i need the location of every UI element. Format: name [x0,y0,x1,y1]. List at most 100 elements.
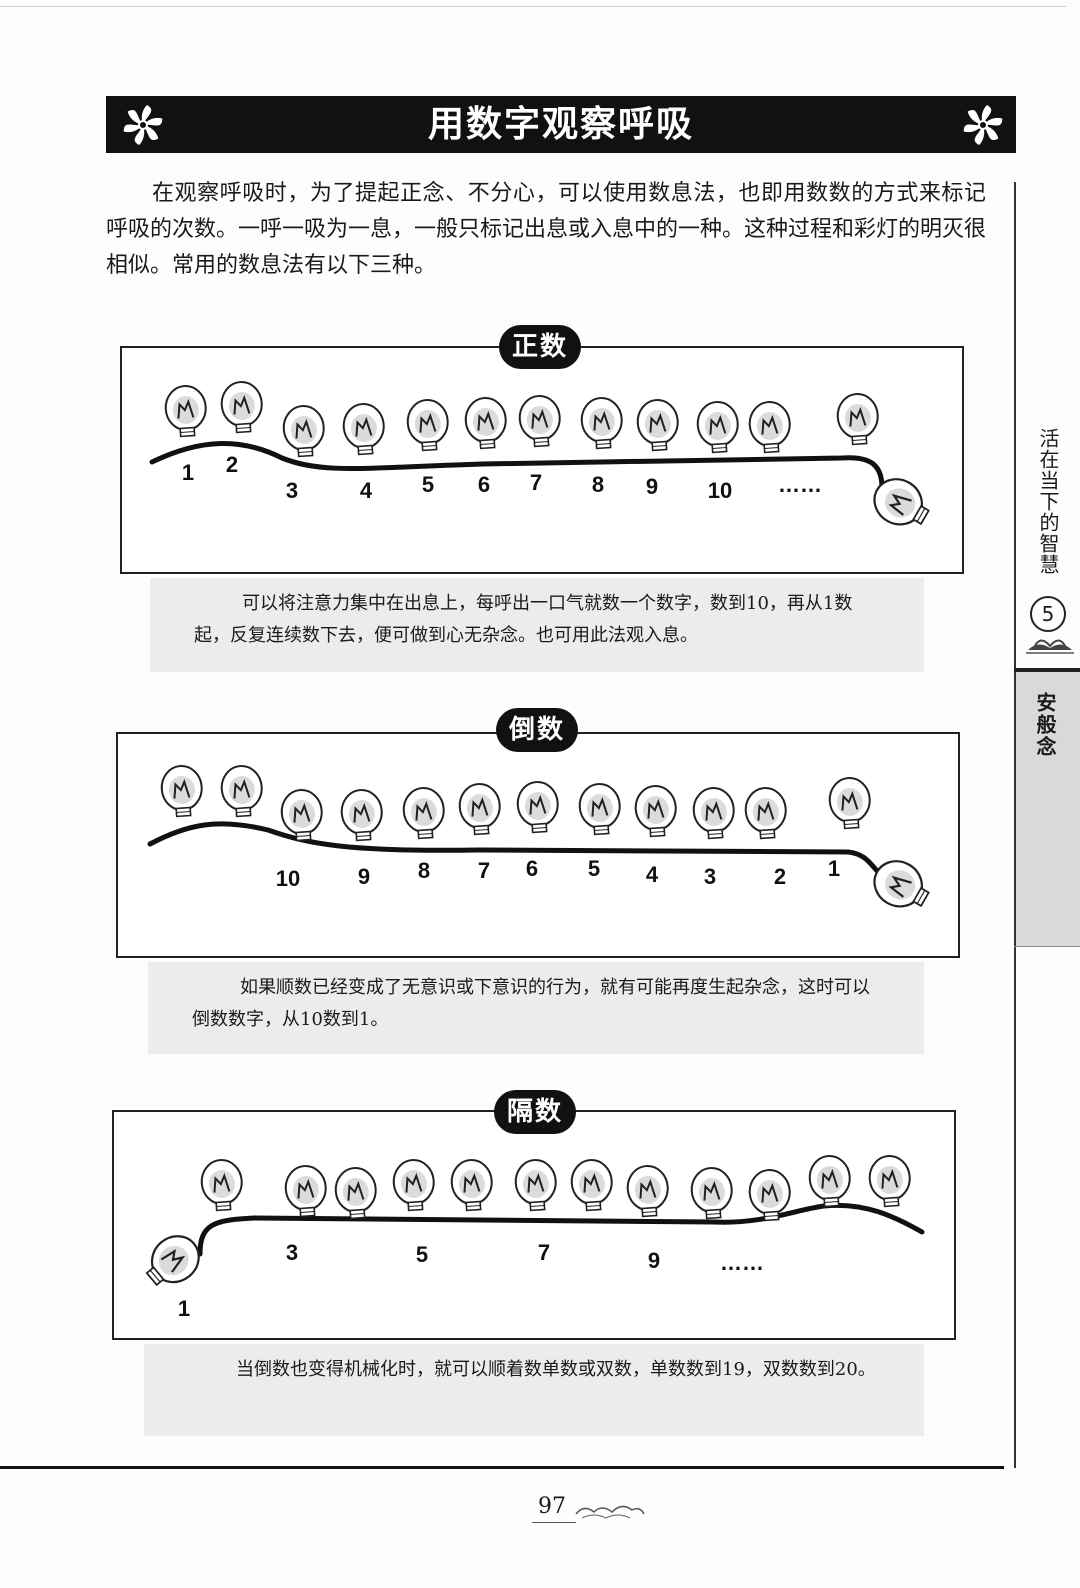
light-bulb-icon [450,1159,493,1212]
light-bulb-icon [220,765,263,818]
caption-box: 如果顺数已经变成了无意识或下意识的行为，就有可能再度生起杂念，这时可以倒数数字，… [148,962,924,1054]
count-number-label: 8 [418,858,430,883]
count-number-label: 4 [646,862,659,887]
chapter-number: 5 [1030,596,1066,632]
count-number-label: 1 [828,856,840,881]
light-bulb-icon [744,787,787,840]
wire-line [149,441,885,491]
count-number-label: 2 [226,452,238,477]
count-number-label: 7 [478,858,490,883]
count-number-label: …… [778,472,822,497]
count-number-label: 5 [416,1242,428,1267]
light-bulb-icon [636,399,679,452]
count-number-label: 7 [538,1240,550,1265]
caption-text: 可以将注意力集中在出息上，每呼出一口气就数一个数字，数到10，再从1数起，反复连… [194,593,853,646]
count-number-label: 1 [178,1296,190,1321]
sidebar-divider [1014,668,1080,672]
light-bulb-icon [578,783,621,836]
light-bulb-icon [280,789,323,842]
count-number-label: 2 [774,864,786,889]
light-bulb-icon [828,777,871,830]
count-number-label: 10 [708,478,732,503]
light-bulb-icon [514,1159,557,1212]
section-label: 隔数 [494,1090,576,1134]
count-number-label: 6 [478,472,490,497]
light-bulb-icon [220,381,263,434]
count-number-label: …… [720,1250,764,1275]
light-bulb-icon [284,1165,327,1218]
count-number-label: 9 [646,474,658,499]
lotus-icon [1026,639,1074,654]
light-bulb-icon [145,1235,200,1287]
pinwheel-ornament-icon [963,105,1003,145]
light-bulb-icon [690,1167,733,1220]
wire-line [147,821,883,877]
light-bulb-icon [634,785,677,838]
light-bulb-icon [334,1167,377,1220]
title-banner: 用数字观察呼吸 [106,96,1016,153]
count-number-label: 1 [182,460,194,485]
light-bulb-icon [402,787,445,840]
light-bulb-icon [406,399,449,452]
light-bulb-icon [342,403,385,456]
page-number: 97 [538,1494,566,1519]
light-bulb-icon [873,478,930,526]
count-number-label: 5 [588,856,600,881]
caption-text: 当倒数也变得机械化时，就可以顺着数单数或双数，单数数到19，双数数到20。 [236,1359,876,1380]
light-bulb-icon [873,860,930,908]
light-bulb-icon [696,401,739,454]
page-title: 用数字观察呼吸 [427,104,694,145]
intro-paragraph: 在观察呼吸时，为了提起正念、不分心，可以使用数息法，也即用数数的方式来标记呼吸的… [106,176,986,284]
light-bulb-icon [570,1159,613,1212]
count-number-label: 5 [422,472,434,497]
light-bulb-icon [160,765,203,818]
sidebar-rule [1014,182,1016,1468]
light-bulb-icon [626,1165,669,1218]
count-number-label: 8 [592,472,604,497]
section-label: 倒数 [496,708,578,752]
light-bulb-icon [340,789,383,842]
count-number-label: 7 [530,470,542,495]
light-bulb-icon [464,397,507,450]
light-bulb-icon [516,781,559,834]
light-bulb-icon [164,385,207,438]
count-number-label: 3 [704,864,716,889]
count-number-label: 9 [358,864,370,889]
caption-text: 如果顺数已经变成了无意识或下意识的行为，就有可能再度生起杂念，这时可以倒数数字，… [192,977,870,1030]
light-bulb-icon [392,1159,435,1212]
count-number-label: 10 [276,866,300,891]
light-bulb-icon [836,393,879,446]
count-number-label: 4 [360,478,373,503]
caption-box: 当倒数也变得机械化时，就可以顺着数单数或双数，单数数到19，双数数到20。 [144,1344,924,1436]
illustration-frame-descending: 10 9 8 7 6 5 4 3 2 1 [116,732,960,958]
bottom-rule [0,1466,1004,1469]
light-bulb-icon [868,1155,911,1208]
light-bulb-icon [200,1159,243,1212]
light-bulb-icon [518,395,561,448]
light-bulb-icon [282,405,325,458]
pinwheel-ornament-icon [123,105,163,145]
page-number-underline [532,1522,576,1523]
light-bulb-icon [580,397,623,450]
bulb-string-illustration: 10 9 8 7 6 5 4 3 2 1 [147,765,930,908]
light-bulb-icon [458,783,501,836]
sidebar-tab [1016,672,1080,946]
light-bulb-icon [748,401,791,454]
top-rule [0,6,1066,7]
book-title: 活在当下的智慧 [1036,428,1060,575]
count-number-label: 9 [648,1248,660,1273]
section-name: 安般念 [1033,692,1057,758]
cloud-ornament-icon [575,1505,645,1519]
count-number-label: 6 [526,856,538,881]
sidebar-divider [1014,946,1080,947]
light-bulb-icon [748,1169,791,1222]
caption-box: 可以将注意力集中在出息上，每呼出一口气就数一个数字，数到10，再从1数起，反复连… [150,578,924,672]
intro-text: 在观察呼吸时，为了提起正念、不分心，可以使用数息法，也即用数数的方式来标记呼吸的… [106,181,987,278]
section-label: 正数 [499,325,581,369]
light-bulb-icon [692,787,735,840]
light-bulb-icon [808,1155,851,1208]
